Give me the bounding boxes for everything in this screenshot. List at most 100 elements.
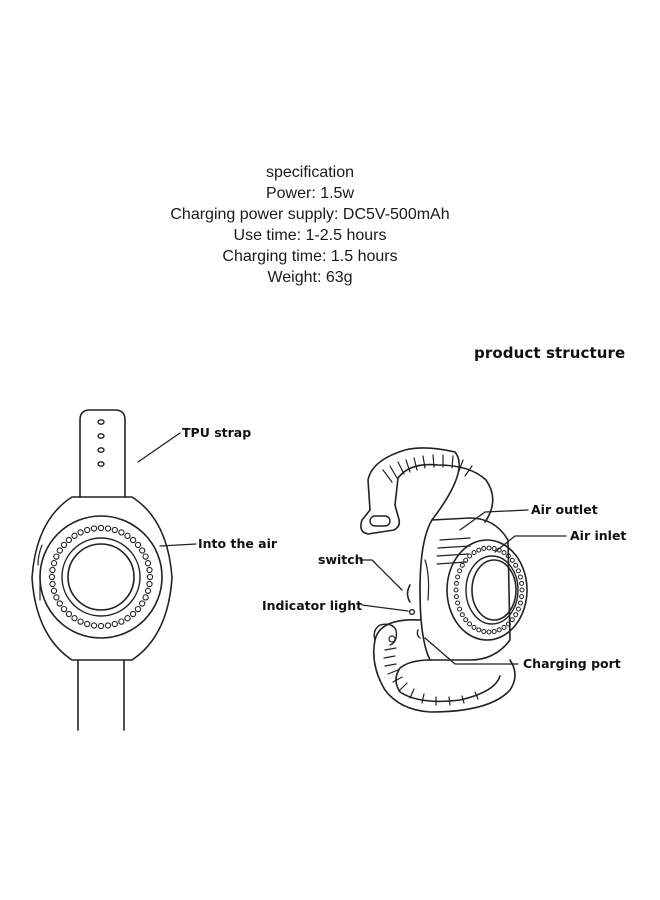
vent-hole xyxy=(486,545,492,551)
vent-hole xyxy=(97,622,105,630)
vent-hole xyxy=(77,529,84,536)
spec-weight: Weight: 63g xyxy=(267,269,353,286)
vent-hole xyxy=(146,566,153,574)
vent-hole xyxy=(453,594,459,600)
vent-hole xyxy=(144,560,152,567)
vent-hole xyxy=(90,525,98,532)
vent-hole xyxy=(53,553,60,560)
vent-hole xyxy=(97,524,105,532)
vent-hole xyxy=(111,526,118,534)
leader-tpu-strap xyxy=(137,432,181,463)
label-into-the-air: Into the air xyxy=(198,536,278,551)
lower-strap-outer xyxy=(372,619,516,713)
label-air-outlet: Air outlet xyxy=(531,502,598,517)
vent-hole xyxy=(60,605,68,613)
vent-hole xyxy=(517,574,523,580)
vent-hole xyxy=(144,587,152,594)
air-inlet-vent-holes xyxy=(453,545,525,635)
vent-hole xyxy=(509,617,515,623)
vent-hole xyxy=(139,600,146,607)
vent-hole xyxy=(56,547,63,554)
vent-hole xyxy=(71,532,78,539)
vent-hole xyxy=(65,610,73,618)
air-outlet-slats xyxy=(436,537,471,565)
vent-hole xyxy=(104,525,112,532)
vent-hole xyxy=(142,594,149,601)
vent-hole xyxy=(453,580,459,586)
vent-hole xyxy=(48,573,56,581)
vent-hole xyxy=(496,627,502,633)
vent-hole xyxy=(457,568,463,574)
vent-hole xyxy=(49,566,56,574)
indicator-light xyxy=(408,608,416,616)
lower-strap-ribs xyxy=(383,647,479,706)
leader-air-inlet xyxy=(494,535,567,553)
vent-hole xyxy=(134,541,142,549)
strap-end-tab xyxy=(360,504,401,535)
vent-hole xyxy=(463,557,469,563)
vent-hole xyxy=(509,557,515,563)
vent-hole xyxy=(467,553,473,559)
spec-use-time: Use time: 1-2.5 hours xyxy=(233,227,387,244)
vent-hole xyxy=(50,587,58,594)
leader-air-outlet xyxy=(459,509,529,531)
upper-strap-ribs xyxy=(382,454,473,483)
middle-ring xyxy=(61,537,141,617)
leader-into-the-air xyxy=(159,543,197,547)
vent-hole xyxy=(486,629,492,635)
leader-charging-port xyxy=(424,637,519,665)
vent-hole xyxy=(457,606,463,612)
vent-hole xyxy=(71,615,78,622)
vent-hole xyxy=(111,620,118,628)
label-indicator-light: Indicator light xyxy=(262,598,363,613)
front-housing xyxy=(31,496,173,661)
lens-outer xyxy=(446,539,528,641)
vent-hole xyxy=(505,621,511,627)
vent-hole xyxy=(513,562,519,568)
label-air-inlet: Air inlet xyxy=(570,528,627,543)
vent-hole xyxy=(491,546,497,551)
vent-hole xyxy=(104,622,112,629)
vent-hole xyxy=(50,560,58,567)
vent-hole xyxy=(455,600,461,606)
switch-button xyxy=(406,584,411,603)
vent-hole xyxy=(49,580,56,588)
vent-hole xyxy=(517,600,523,606)
lower-strap-inner xyxy=(395,659,501,703)
vent-hole xyxy=(467,621,473,627)
vent-hole xyxy=(146,573,154,581)
charging-port xyxy=(416,629,421,639)
vent-hole xyxy=(519,587,525,593)
strap-holes xyxy=(97,419,105,467)
front-top-strap xyxy=(79,409,126,498)
vent-hole xyxy=(129,536,137,544)
outer-ring xyxy=(39,515,163,639)
vent-hole xyxy=(515,568,521,574)
intake-vent-holes xyxy=(48,524,154,630)
vent-hole xyxy=(519,580,525,586)
vent-hole xyxy=(501,550,507,556)
vent-hole xyxy=(146,580,153,588)
specification-heading: specification xyxy=(265,164,355,181)
vent-hole xyxy=(455,574,461,580)
vent-hole xyxy=(481,629,487,634)
vent-hole xyxy=(65,536,73,544)
vent-hole xyxy=(476,627,482,633)
upper-strap-arc xyxy=(367,447,461,521)
vent-hole xyxy=(77,618,84,625)
label-switch: switch xyxy=(318,552,364,567)
label-charging-port: Charging port xyxy=(523,656,621,671)
vent-hole xyxy=(90,622,98,629)
vent-hole xyxy=(134,605,142,613)
vent-hole xyxy=(129,610,137,618)
vent-hole xyxy=(118,618,125,625)
spec-power: Power: 1.5w xyxy=(265,185,355,202)
vent-hole xyxy=(139,547,146,554)
side-view-device xyxy=(360,447,528,713)
leader-indicator-light xyxy=(361,604,409,612)
spec-charging-time: Charging time: 1.5 hours xyxy=(222,248,398,265)
vent-hole xyxy=(463,617,469,623)
specification-block: specification Power: 1.5w Charging power… xyxy=(0,162,620,288)
label-tpu-strap: TPU strap xyxy=(182,425,252,440)
